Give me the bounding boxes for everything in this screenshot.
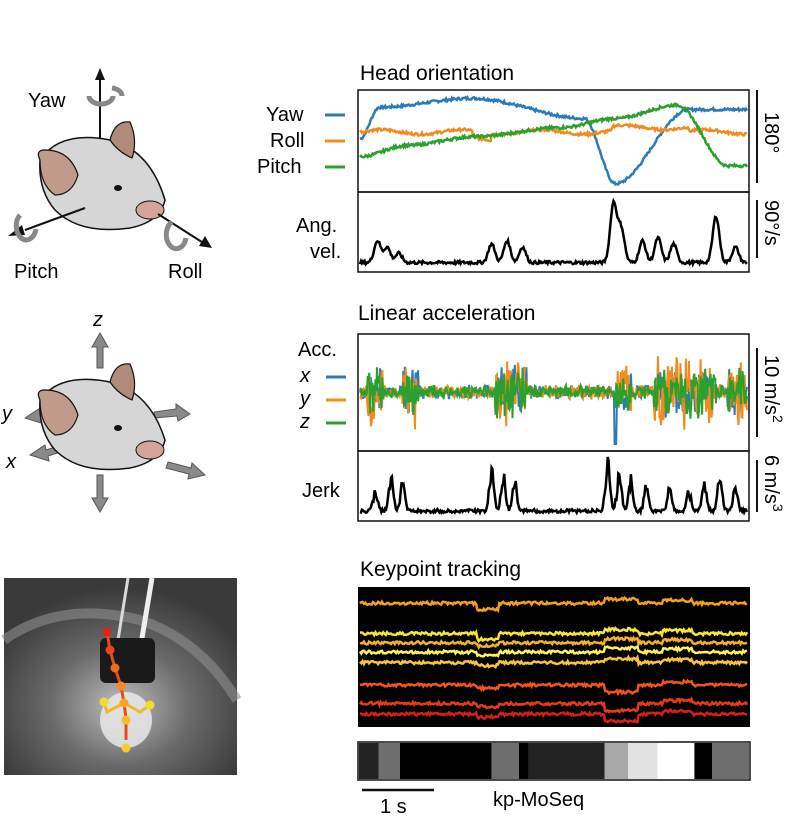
acc-scale-label: 10 m/s2 [760, 355, 786, 423]
mouse-head-translation-axes-icon [23, 331, 207, 514]
jerk-trace [359, 456, 749, 517]
roll-axis-label: Roll [168, 261, 202, 283]
syllable-segment-9 [657, 743, 695, 779]
keypoint-camera-frame-image [1, 577, 242, 775]
acc-scale-label-base: 10 m/s [760, 355, 782, 415]
series-roll-line [359, 122, 748, 143]
angular-velocity-panel [357, 191, 750, 273]
keypoint-track-5 [359, 653, 748, 670]
syllable-segment-11 [712, 743, 749, 779]
x-axis-label: x [5, 451, 17, 473]
acc-legend-z-label: z [299, 411, 310, 433]
keypoint-tracking-series [358, 595, 749, 724]
keypoint-track-4 [358, 644, 748, 658]
angular-velocity-label-line1: Ang. [296, 215, 337, 237]
syllable-segment-3 [399, 743, 492, 779]
yaw-axis-label: Yaw [28, 90, 66, 112]
keypoint-tracking-panel [358, 587, 750, 727]
syllable-segment-6 [528, 743, 605, 779]
syllable-segment-5 [518, 743, 529, 779]
keypoint-track-2 [360, 625, 749, 644]
keypoint-track-1 [359, 595, 748, 614]
angular-velocity-trace [358, 197, 748, 269]
keypoint-track-6 [359, 678, 748, 697]
angvel-scale-label: 90°/s [760, 200, 782, 246]
syllable-segment-7 [604, 743, 629, 779]
legend-pitch-label: Pitch [257, 156, 301, 178]
kp-moseq-frame [357, 741, 751, 781]
acc-legend-x-label: x [299, 365, 311, 387]
syllable-segment-8 [628, 743, 658, 779]
jerk-label: Jerk [302, 480, 341, 502]
syllable-segment-4 [491, 743, 519, 779]
pitch-axis-label: Pitch [14, 261, 58, 283]
angular-velocity-label-line2: vel. [310, 241, 341, 263]
series-pitch-line [359, 102, 749, 169]
z-axis-label: z [92, 309, 103, 331]
keypoint-track-3 [359, 635, 748, 650]
series-acc-z-line [359, 367, 748, 419]
head-orientation-series [359, 94, 749, 186]
keypoint-tracking-title: Keypoint tracking [360, 558, 521, 581]
series-yaw-line [359, 94, 749, 186]
linear-acceleration-title: Linear acceleration [358, 302, 535, 325]
y-axis-label: y [0, 403, 13, 425]
legend-roll-label: Roll [270, 130, 304, 152]
time-scale-label: 1 s [380, 796, 407, 818]
syllable-segment-10 [694, 743, 712, 779]
head-orientation-panel [357, 89, 750, 193]
keypoint-track-7 [358, 696, 749, 714]
acc-legend-title: Acc. [298, 339, 337, 361]
kp-moseq-label: kp-MoSeq [493, 789, 584, 811]
linear-acceleration-series [359, 356, 748, 445]
acc-legend-y-label: y [298, 388, 311, 410]
kp-moseq-syllable-row [359, 743, 749, 779]
legend-yaw-label: Yaw [266, 104, 304, 126]
syllable-segment-2 [378, 743, 400, 779]
acc-scale-label-sup: 2 [770, 415, 786, 423]
syllable-segment-1 [359, 743, 379, 779]
jerk-panel [357, 450, 750, 522]
jerk-scale-label-sup: 3 [770, 504, 786, 512]
orientation-scale-label: 180° [760, 112, 782, 153]
mouse-head-rotation-axes-icon [8, 68, 212, 252]
jerk-scale-label: 6 m/s3 [760, 455, 786, 512]
jerk-scale-label-base: 6 m/s [760, 455, 782, 504]
head-orientation-title: Head orientation [360, 62, 514, 85]
keypoint-track-8 [359, 708, 748, 724]
